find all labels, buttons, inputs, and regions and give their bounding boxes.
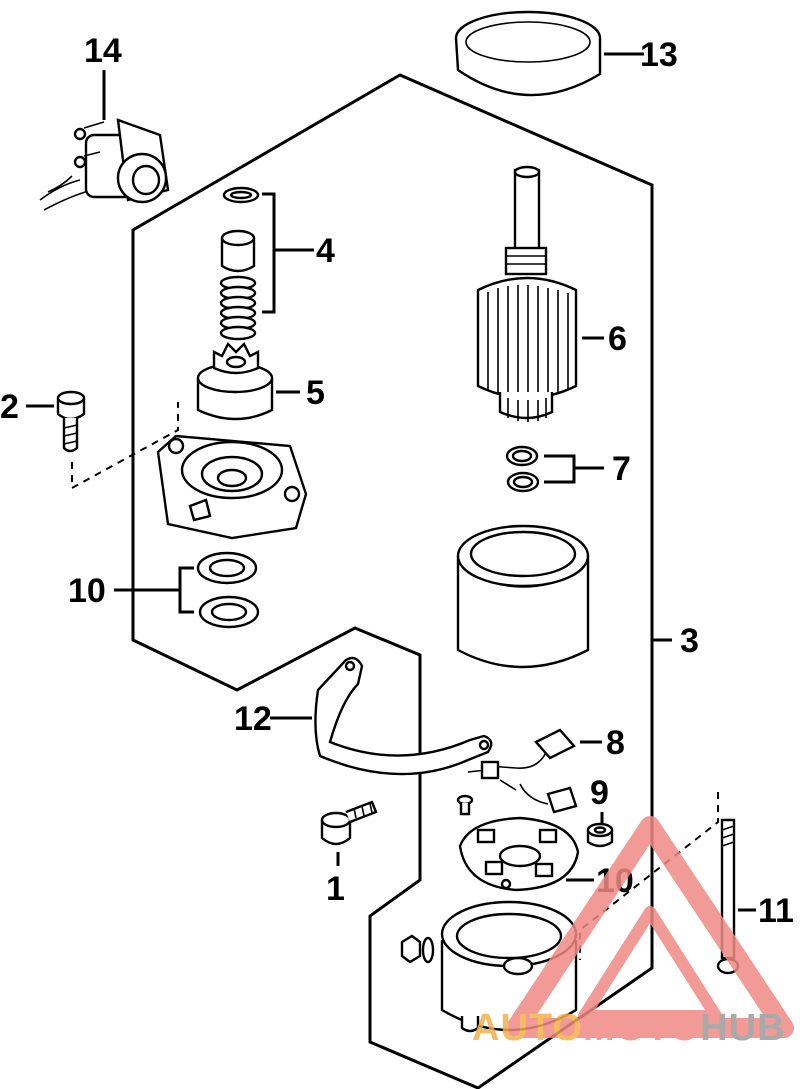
callout-12: 12 [234, 700, 272, 738]
callout-8: 8 [606, 724, 625, 762]
solenoid-part [39, 118, 170, 211]
brush-lead-part [467, 728, 578, 814]
callout-10-upper: 10 [68, 572, 106, 610]
callout-9: 9 [590, 774, 609, 812]
nut-part-9 [586, 822, 614, 848]
watermark-triangle-outer [506, 816, 794, 1038]
leader-lines [26, 52, 756, 912]
bolt-part-2 [56, 390, 86, 453]
watermark-hub: HUB [700, 1007, 785, 1049]
callout-5: 5 [306, 374, 325, 412]
callout-7: 7 [612, 450, 631, 488]
spring-part [219, 275, 257, 341]
armature-part [476, 165, 578, 422]
drive-end-housing-part [156, 434, 308, 540]
pinion-drive-part [196, 341, 274, 421]
yoke-frame-part [456, 524, 590, 669]
end-cover-nut [400, 934, 435, 964]
brush-plate-part [458, 816, 580, 892]
stop-collar-part [220, 229, 256, 273]
callout-13: 13 [640, 36, 678, 74]
washer-pair-upper [196, 551, 260, 629]
watermark-triangle-inner [578, 906, 722, 1022]
brush-plate-screw [456, 794, 474, 816]
bracket-strap-part [314, 656, 493, 776]
callout-2: 2 [0, 388, 19, 426]
band-part [454, 10, 602, 97]
snap-ring-part [222, 186, 260, 204]
callout-6: 6 [608, 320, 627, 358]
watermark-logo: AUTOMOTOHUB [472, 816, 794, 1049]
callout-1: 1 [326, 870, 345, 908]
watermark-auto: AUTO [472, 1007, 583, 1049]
callout-11: 11 [758, 892, 794, 930]
watermark-moto: MOTO [583, 1007, 700, 1049]
bolt-part-1 [320, 800, 378, 846]
callout-3: 3 [680, 622, 699, 660]
callout-14: 14 [84, 32, 122, 70]
assembly-outline [131, 73, 654, 1089]
washer-pair-armature [505, 445, 540, 493]
end-cover-part [440, 900, 578, 1033]
callout-4: 4 [316, 232, 335, 270]
watermark-text: AUTOMOTOHUB [472, 1007, 786, 1049]
